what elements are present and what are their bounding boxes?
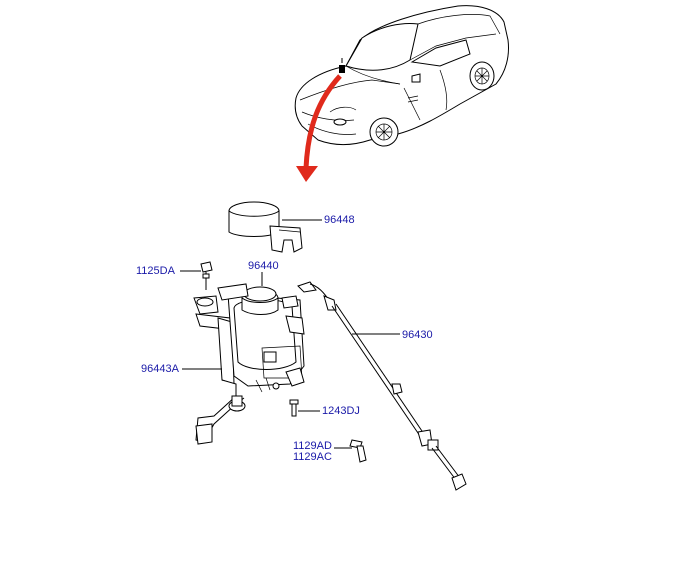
reservoir-location-marker <box>339 65 345 73</box>
bolt-1129AD-part <box>349 439 367 463</box>
part-label-1129AC: 1129AC <box>293 451 332 463</box>
part-label-1243DJ: 1243DJ <box>322 405 360 417</box>
car-illustration <box>294 5 509 147</box>
hose-96430-part <box>297 281 467 491</box>
part-label-96448: 96448 <box>324 214 355 226</box>
bracket-96443A-part <box>193 295 246 445</box>
location-arrow <box>296 74 342 182</box>
part-label-1129AD: 1129AD <box>293 440 332 452</box>
part-label-1125DA: 1125DA <box>136 265 175 277</box>
screw-1243DJ-part <box>289 399 299 417</box>
part-label-96443A: 96443A <box>141 363 179 375</box>
part-label-96430: 96430 <box>402 329 433 341</box>
reservoir-96440-part <box>217 283 305 393</box>
part-label-96440: 96440 <box>248 260 279 272</box>
bolt-1125DA-part <box>200 261 213 290</box>
cap-cover-part <box>228 201 303 253</box>
